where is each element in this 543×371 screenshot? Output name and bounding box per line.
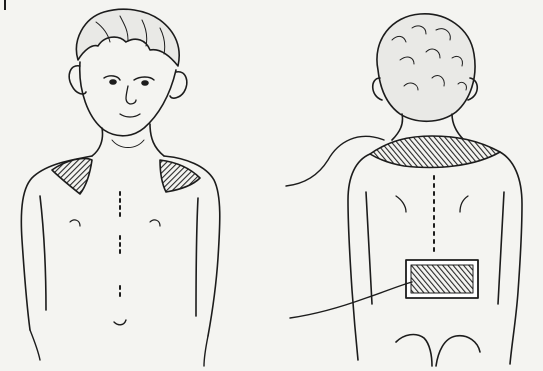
front-face: [80, 62, 176, 136]
front-view-figure: [21, 9, 219, 366]
back-view-figure: [348, 14, 522, 366]
front-ear-left: [69, 66, 86, 94]
back-head: [377, 14, 475, 121]
back-torso: [348, 152, 522, 364]
back-collar-pad: [370, 136, 500, 168]
front-neck: [92, 124, 164, 156]
wire-lower: [290, 282, 412, 318]
wire-upper: [286, 136, 384, 186]
front-right-shoulder-pad: [160, 160, 200, 192]
back-buttocks: [396, 335, 480, 366]
